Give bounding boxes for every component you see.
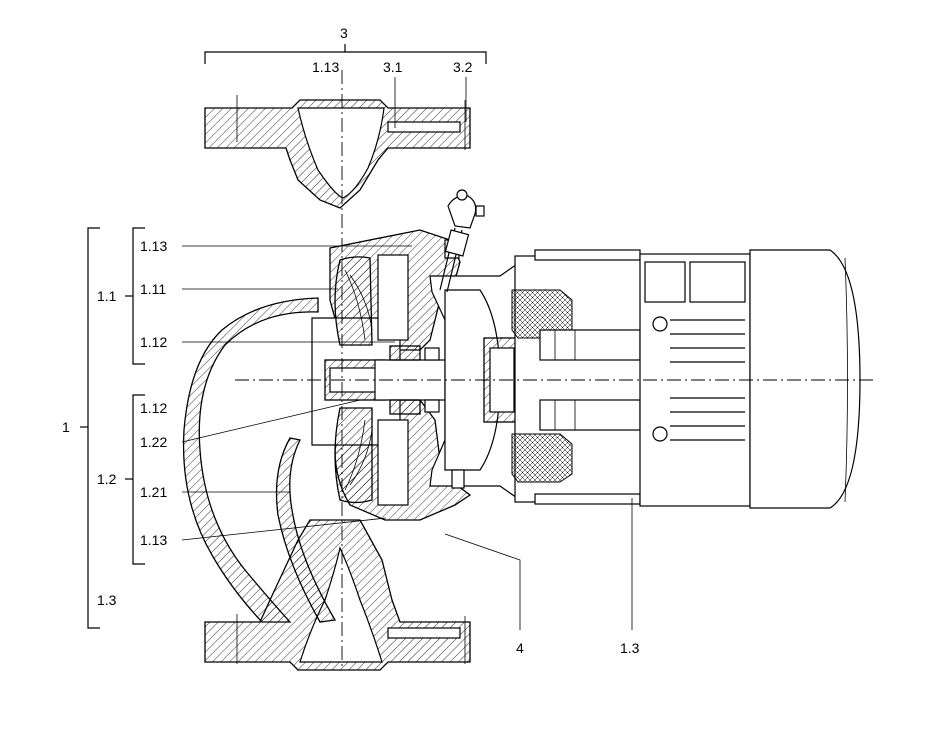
label-1-21: 1.21	[140, 484, 167, 500]
cooling-fins	[670, 319, 745, 441]
label-3-2: 3.2	[453, 59, 473, 75]
label-1-12-a: 1.12	[140, 334, 167, 350]
label-3-1: 3.1	[383, 59, 403, 75]
motor	[511, 249, 861, 509]
label-1-12-b: 1.12	[140, 400, 167, 416]
bracket-top-3	[204, 44, 487, 64]
vent-valve	[439, 189, 485, 293]
leader-lines	[181, 77, 633, 630]
label-1-22: 1.22	[140, 434, 167, 450]
label-1-13-a: 1.13	[140, 238, 167, 254]
bracket-group-1-2	[125, 394, 145, 565]
label-1-3-left: 1.3	[97, 592, 117, 608]
label-1-11: 1.11	[140, 281, 166, 297]
impeller	[311, 254, 409, 506]
label-3: 3	[340, 25, 348, 41]
bracket-group-1-1	[125, 227, 145, 365]
label-1-1: 1.1	[97, 288, 117, 304]
label-1-13-b: 1.13	[140, 532, 167, 548]
label-1-2: 1.2	[97, 471, 117, 487]
bracket-assembly-1	[80, 227, 100, 629]
label-4: 4	[516, 640, 524, 656]
label-1: 1	[62, 419, 70, 435]
label-1-3-bottom: 1.3	[620, 640, 640, 656]
label-1-13-top: 1.13	[312, 59, 339, 75]
